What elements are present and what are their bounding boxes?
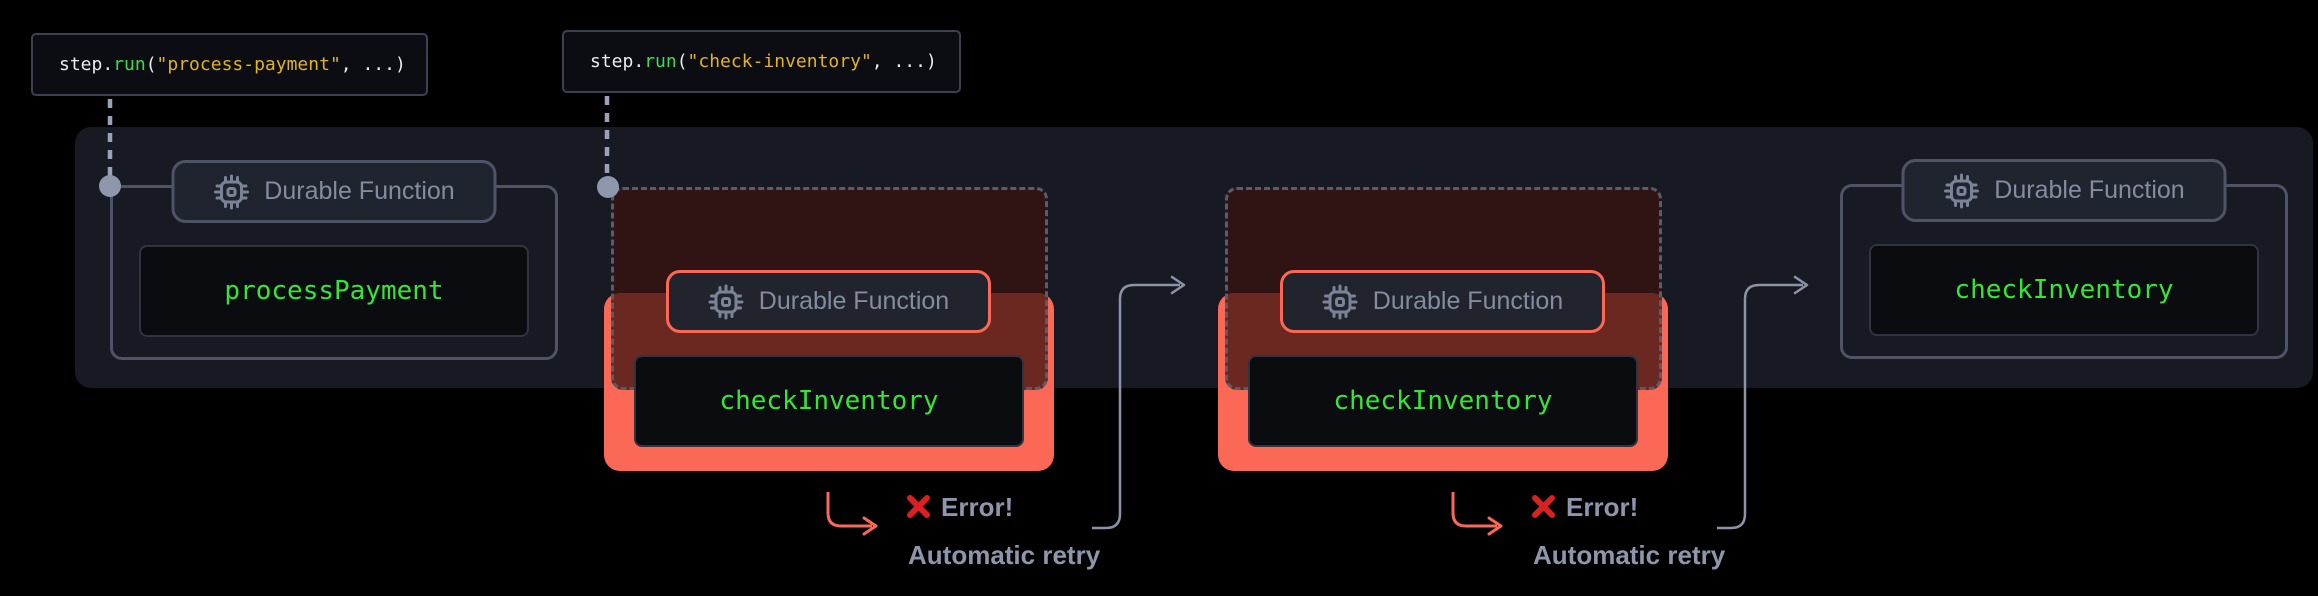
code-segment: run xyxy=(113,54,146,75)
durable-function-badge-label: Durable Function xyxy=(1994,176,2185,204)
function-name-box: processPayment xyxy=(139,245,529,337)
failed-attempt-1: Durable Function checkInventory xyxy=(604,187,1054,471)
error-cross-icon xyxy=(905,493,932,520)
code-tooltip-process-payment: step.run("process-payment", ...) xyxy=(31,33,428,96)
function-name: checkInventory xyxy=(1954,275,2174,305)
automatic-retry-label: Automatic retry xyxy=(908,540,1101,570)
function-name: processPayment xyxy=(224,276,444,306)
automatic-retry-label: Automatic retry xyxy=(1533,540,1726,570)
error-arrow-2 xyxy=(1451,492,1497,528)
code-segment: run xyxy=(644,51,677,72)
cpu-chip-icon xyxy=(213,174,249,210)
code-segment: "process-payment" xyxy=(156,54,341,75)
cpu-chip-icon xyxy=(1322,284,1358,320)
cpu-chip-icon xyxy=(1943,173,1979,209)
error-label: Error! xyxy=(941,492,1014,522)
cpu-chip-icon xyxy=(708,284,744,320)
code-snippet-check-inventory: step.run("check-inventory", ...) xyxy=(590,51,937,72)
function-name: checkInventory xyxy=(719,386,939,416)
function-name-box: checkInventory xyxy=(1869,244,2259,336)
error-cross-icon xyxy=(1530,493,1557,520)
code-segment: ( xyxy=(145,54,157,75)
durable-function-card-check-inventory: Durable Function checkInventory xyxy=(1840,159,2288,359)
error-arrow-1-head xyxy=(862,516,878,536)
code-tooltip-check-inventory: step.run("check-inventory", ...) xyxy=(562,30,961,93)
error-label: Error! xyxy=(1566,492,1639,522)
failed-attempt-2: Durable Function checkInventory xyxy=(1218,187,1668,471)
code-snippet-process-payment: step.run("process-payment", ...) xyxy=(59,54,406,75)
code-segment: , ...) xyxy=(340,54,406,75)
code-segment: "check-inventory" xyxy=(687,51,872,72)
code-segment: ( xyxy=(676,51,688,72)
durable-function-badge: Durable Function xyxy=(666,270,991,333)
code-segment: step. xyxy=(590,51,645,72)
durable-function-badge-label: Durable Function xyxy=(758,287,950,315)
function-name-box: checkInventory xyxy=(1248,355,1638,447)
durable-function-badge-label: Durable Function xyxy=(264,177,455,205)
durable-function-badge: Durable Function xyxy=(171,160,497,223)
error-arrow-2-head xyxy=(1487,516,1503,536)
function-name: checkInventory xyxy=(1333,386,1553,416)
durable-function-badge-label: Durable Function xyxy=(1372,287,1564,315)
durable-function-badge: Durable Function xyxy=(1901,159,2227,222)
durable-function-badge: Durable Function xyxy=(1280,270,1605,333)
durable-function-card-process-payment: Durable Function processPayment xyxy=(110,160,558,360)
error-arrow-1 xyxy=(826,492,872,528)
code-segment: step. xyxy=(59,54,114,75)
function-name-box: checkInventory xyxy=(634,355,1024,447)
code-segment: , ...) xyxy=(871,51,937,72)
